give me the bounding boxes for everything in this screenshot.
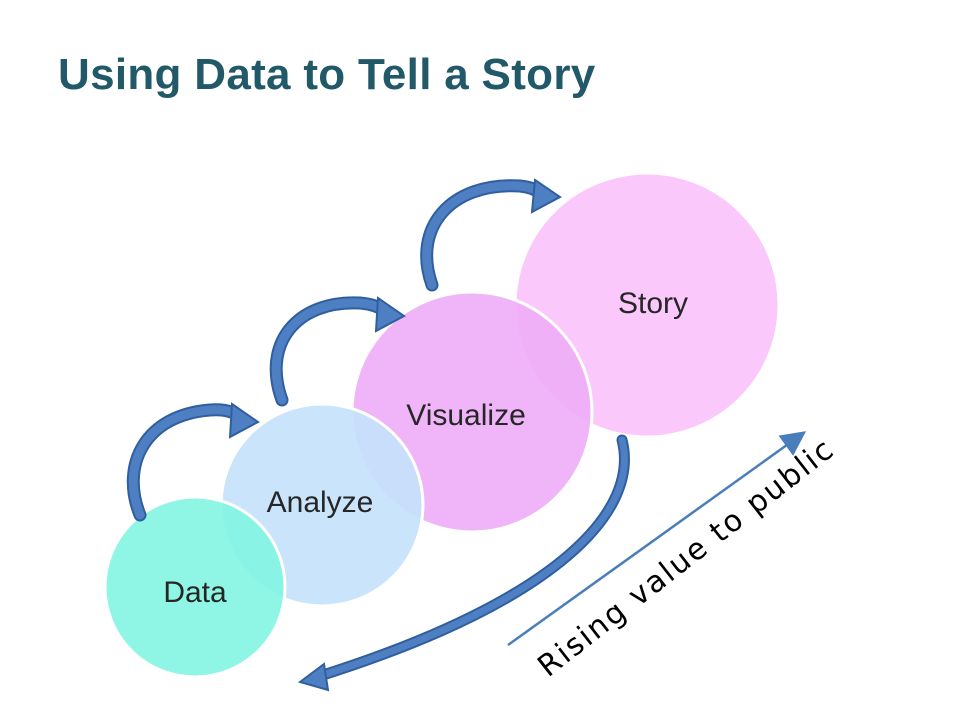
visualize-label: Visualize <box>406 399 526 432</box>
rising-value-line <box>507 431 807 647</box>
data-label: Data <box>163 576 227 609</box>
curved-arrow-data-to-analyze <box>126 402 260 522</box>
return-arrow <box>297 434 630 692</box>
data-circle <box>103 495 287 679</box>
curved-arrow-analyze-to-visualize <box>269 296 406 407</box>
analyze-label: Analyze <box>267 486 374 519</box>
story-label: Story <box>618 287 688 320</box>
curved-arrow-visualize-to-story <box>420 178 562 292</box>
slide-title: Using Data to Tell a Story <box>58 50 596 99</box>
